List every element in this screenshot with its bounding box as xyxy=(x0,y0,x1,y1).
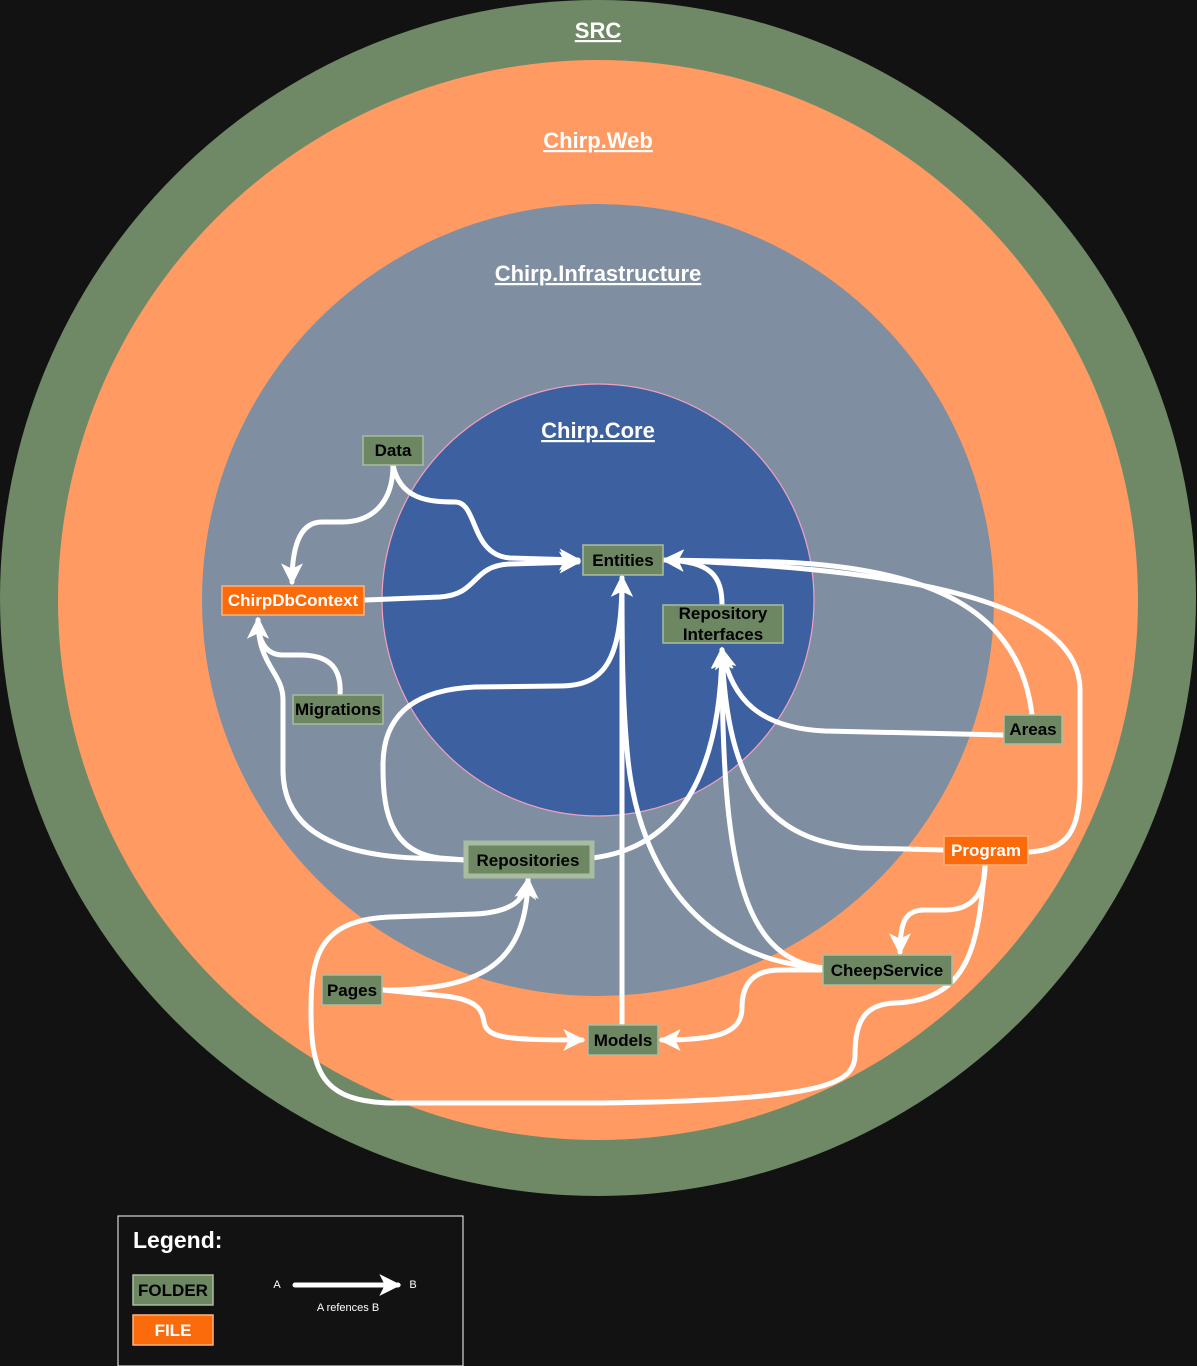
ring-label-core: Chirp.Core xyxy=(541,418,655,443)
node-repositories-label: Repositories xyxy=(477,851,580,870)
edge-chirpdbcontext-to-entities xyxy=(362,551,582,603)
edge-areas-to-entities xyxy=(661,549,1035,718)
node-models[interactable]: Models xyxy=(587,1024,659,1056)
legend-folder-swatch: FOLDER xyxy=(132,1274,214,1306)
nodes-layer: Data ChirpDbContext Migrations Entities … xyxy=(221,435,1063,1056)
edge-repositories-to-chirpdbcontext xyxy=(247,616,469,863)
ring-label-src: SRC xyxy=(575,18,622,43)
node-entities-label: Entities xyxy=(592,551,653,570)
node-areas[interactable]: Areas xyxy=(1003,714,1063,745)
edge-program-to-repositories xyxy=(308,863,988,1106)
rings-layer xyxy=(0,0,1196,1196)
ring-labels: SRC Chirp.Web Chirp.Infrastructure Chirp… xyxy=(495,18,702,443)
edge-pages-to-repositories xyxy=(380,876,539,993)
legend: Legend: FOLDER FILE A B A refences B xyxy=(117,1215,464,1366)
node-cheepservice[interactable]: CheepService xyxy=(822,954,953,986)
node-areas-label: Areas xyxy=(1009,720,1056,739)
node-program-label: Program xyxy=(951,841,1021,860)
edge-pages-to-models xyxy=(380,987,586,1051)
edge-data-to-entities xyxy=(390,462,582,571)
ring-label-web: Chirp.Web xyxy=(543,128,653,153)
edge-program-to-entities xyxy=(661,549,1083,855)
node-chirpdbcontext[interactable]: ChirpDbContext xyxy=(221,585,365,616)
edge-program-to-repository-interfaces xyxy=(711,646,948,853)
node-pages[interactable]: Pages xyxy=(321,974,383,1006)
legend-folder-label: FOLDER xyxy=(138,1281,208,1300)
edge-repositories-to-entities xyxy=(380,574,633,863)
edge-cheepservice-to-models xyxy=(658,967,826,1051)
node-models-label: Models xyxy=(594,1031,653,1050)
legend-arrow-from: A xyxy=(273,1279,281,1291)
node-migrations[interactable]: Migrations xyxy=(292,694,384,725)
legend-arrow-caption: A refences B xyxy=(317,1302,379,1314)
node-pages-label: Pages xyxy=(327,981,377,1000)
ring-core xyxy=(381,383,815,817)
node-data-label: Data xyxy=(375,441,412,460)
node-chirpdbcontext-label: ChirpDbContext xyxy=(228,591,359,610)
ring-label-infrastructure: Chirp.Infrastructure xyxy=(495,261,702,286)
legend-file-label: FILE xyxy=(155,1321,192,1340)
node-data[interactable]: Data xyxy=(362,435,424,466)
edge-repositories-to-repository-interfaces xyxy=(589,646,733,861)
node-repositories[interactable]: Repositories xyxy=(463,840,595,879)
edge-data-to-chirpdbcontext xyxy=(281,462,396,586)
node-cheepservice-label: CheepService xyxy=(831,961,943,980)
legend-title: Legend: xyxy=(133,1227,222,1253)
edges-layer xyxy=(247,462,1083,1106)
node-program[interactable]: Program xyxy=(943,835,1029,866)
legend-arrow-to: B xyxy=(409,1279,416,1291)
edge-cheepservice-to-repository-interfaces xyxy=(711,646,826,971)
node-migrations-label: Migrations xyxy=(295,700,381,719)
node-entities[interactable]: Entities xyxy=(582,544,664,576)
legend-file-swatch: FILE xyxy=(132,1314,214,1346)
